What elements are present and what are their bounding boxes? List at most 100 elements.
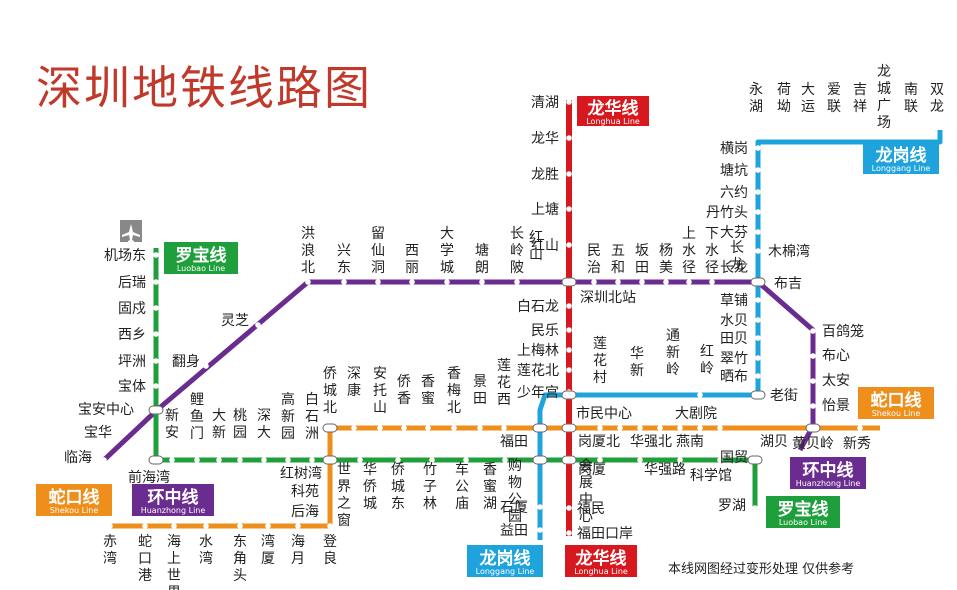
station-label-longchengguangchang[interactable]: 龙城广场	[877, 64, 891, 131]
station-dot[interactable]	[501, 425, 507, 431]
station-label-qiaochengbei[interactable]: 侨城北	[323, 366, 337, 416]
station-dot[interactable]	[637, 425, 643, 431]
station-dot[interactable]	[153, 383, 159, 389]
station-label-pingzhou[interactable]: 坪洲	[118, 354, 146, 370]
station-dot[interactable]	[153, 358, 159, 364]
station-label-dengliang[interactable]: 登良	[323, 534, 337, 567]
station-dot[interactable]	[566, 367, 572, 373]
station-dot[interactable]	[591, 279, 597, 285]
station-dot[interactable]	[857, 425, 863, 431]
transfer-station-marker[interactable]	[561, 423, 577, 433]
station-dot[interactable]	[637, 457, 643, 463]
station-label-buxin[interactable]: 布心	[822, 348, 850, 364]
station-label-hubei[interactable]: 湖贝	[760, 434, 788, 450]
station-label-laojie[interactable]: 老街	[770, 388, 798, 404]
station-dot[interactable]	[537, 504, 543, 510]
station-dot[interactable]	[295, 523, 301, 529]
station-label-bantian[interactable]: 坂田	[635, 243, 649, 276]
station-label-xiangmi[interactable]: 香蜜	[421, 374, 435, 407]
station-dot[interactable]	[697, 392, 703, 398]
transfer-station-marker[interactable]	[322, 455, 338, 465]
station-dot[interactable]	[309, 457, 315, 463]
station-dot[interactable]	[477, 425, 483, 431]
station-label-cuizhu[interactable]: 翠竹	[720, 351, 748, 367]
station-label-dajuyuan[interactable]: 大剧院	[675, 406, 717, 422]
station-dot[interactable]	[357, 457, 363, 463]
station-label-heao[interactable]: 荷坳	[777, 82, 791, 115]
station-label-chegongmiao[interactable]: 车公庙	[455, 461, 469, 512]
station-label-hengang[interactable]: 横岗	[720, 141, 748, 157]
station-label-huizhan[interactable]: 会展中心	[579, 458, 593, 525]
station-label-shaoniangong[interactable]: 少年宫	[517, 385, 559, 401]
station-dot[interactable]	[597, 457, 603, 463]
station-dot[interactable]	[101, 457, 107, 463]
station-dot[interactable]	[755, 317, 761, 323]
station-dot[interactable]	[429, 457, 435, 463]
station-label-futian_lg[interactable]: 福田	[500, 434, 528, 450]
station-label-shuibei[interactable]: 水贝	[720, 313, 748, 329]
station-dot[interactable]	[351, 425, 357, 431]
station-label-fumin[interactable]: 福民	[577, 501, 605, 517]
station-label-futiankouan[interactable]: 福田口岸	[577, 526, 633, 542]
station-dot[interactable]	[142, 523, 148, 529]
station-dot[interactable]	[305, 279, 311, 285]
station-dot[interactable]	[153, 252, 159, 258]
station-dot[interactable]	[717, 425, 723, 431]
transfer-station-marker[interactable]	[561, 455, 577, 465]
station-label-xinxiu[interactable]: 新秀	[843, 436, 871, 452]
station-label-hongling[interactable]: 红岭	[700, 344, 714, 377]
station-dot[interactable]	[265, 523, 271, 529]
station-dot[interactable]	[216, 457, 222, 463]
station-label-xiangmeibei[interactable]: 香梅北	[447, 366, 461, 416]
station-dot[interactable]	[566, 206, 572, 212]
station-dot[interactable]	[810, 403, 816, 409]
station-label-dafen[interactable]: 大芬	[720, 225, 748, 241]
station-dot[interactable]	[755, 229, 761, 235]
station-dot[interactable]	[169, 457, 175, 463]
station-dot[interactable]	[566, 303, 572, 309]
station-label-hourui[interactable]: 后瑞	[118, 275, 146, 291]
station-label-yangmei[interactable]: 杨美	[659, 243, 673, 276]
station-label-yonghu[interactable]: 永湖	[749, 82, 763, 115]
station-dot[interactable]	[327, 523, 333, 529]
station-label-taian[interactable]: 太安	[822, 373, 850, 389]
station-label-yannan[interactable]: 燕南	[676, 434, 704, 450]
station-dot[interactable]	[755, 189, 761, 195]
station-dot[interactable]	[717, 457, 723, 463]
station-label-qiaoxiang[interactable]: 侨香	[397, 374, 411, 407]
station-label-hongshan[interactable]: 红山	[531, 238, 559, 254]
station-dot[interactable]	[755, 335, 761, 341]
station-dot[interactable]	[153, 305, 159, 311]
station-label-xinan[interactable]: 新安	[165, 408, 179, 441]
station-label-huaqianglu[interactable]: 华强路	[644, 462, 686, 478]
station-dot[interactable]	[566, 242, 572, 248]
station-label-longhua[interactable]: 龙华	[531, 131, 559, 147]
station-dot[interactable]	[755, 145, 761, 151]
station-label-hongshuwan[interactable]: 红树湾	[280, 465, 322, 482]
station-label-shijiezhichuang[interactable]: 世界之窗	[337, 462, 351, 529]
station-label-baigeshu[interactable]: 百鸽笼	[822, 323, 864, 340]
station-label-muMianwan[interactable]: 木棉湾	[768, 243, 810, 260]
station-label-luohu[interactable]: 罗湖	[718, 498, 746, 514]
station-label-shangmeilin[interactable]: 上梅林	[517, 343, 559, 359]
station-label-liuxiandong[interactable]: 留仙洞	[371, 226, 385, 276]
station-label-tianbei[interactable]: 田贝	[720, 331, 748, 347]
station-dot[interactable]	[566, 135, 572, 141]
station-dot[interactable]	[237, 523, 243, 529]
station-label-lingzhi[interactable]: 灵芝	[221, 313, 249, 329]
station-label-hongkangbei[interactable]: 洪浪北	[301, 226, 315, 276]
transfer-station-marker[interactable]	[561, 390, 577, 400]
station-dot[interactable]	[255, 322, 261, 328]
station-label-kejiyuan[interactable]: 科苑	[291, 484, 319, 500]
station-dot[interactable]	[153, 331, 159, 337]
station-label-taoyuan[interactable]: 桃园	[233, 408, 247, 441]
station-label-changlong[interactable]: 长龙	[720, 260, 748, 276]
station-label-dayun[interactable]: 大运	[801, 82, 815, 115]
station-label-minzhi[interactable]: 民治	[587, 243, 601, 276]
station-label-shekougang[interactable]: 蛇口港	[138, 534, 152, 584]
station-dot[interactable]	[237, 457, 243, 463]
station-label-guxu[interactable]: 固戍	[118, 301, 146, 317]
transfer-station-marker[interactable]	[805, 423, 821, 433]
station-dot[interactable]	[194, 457, 200, 463]
station-dot[interactable]	[401, 425, 407, 431]
